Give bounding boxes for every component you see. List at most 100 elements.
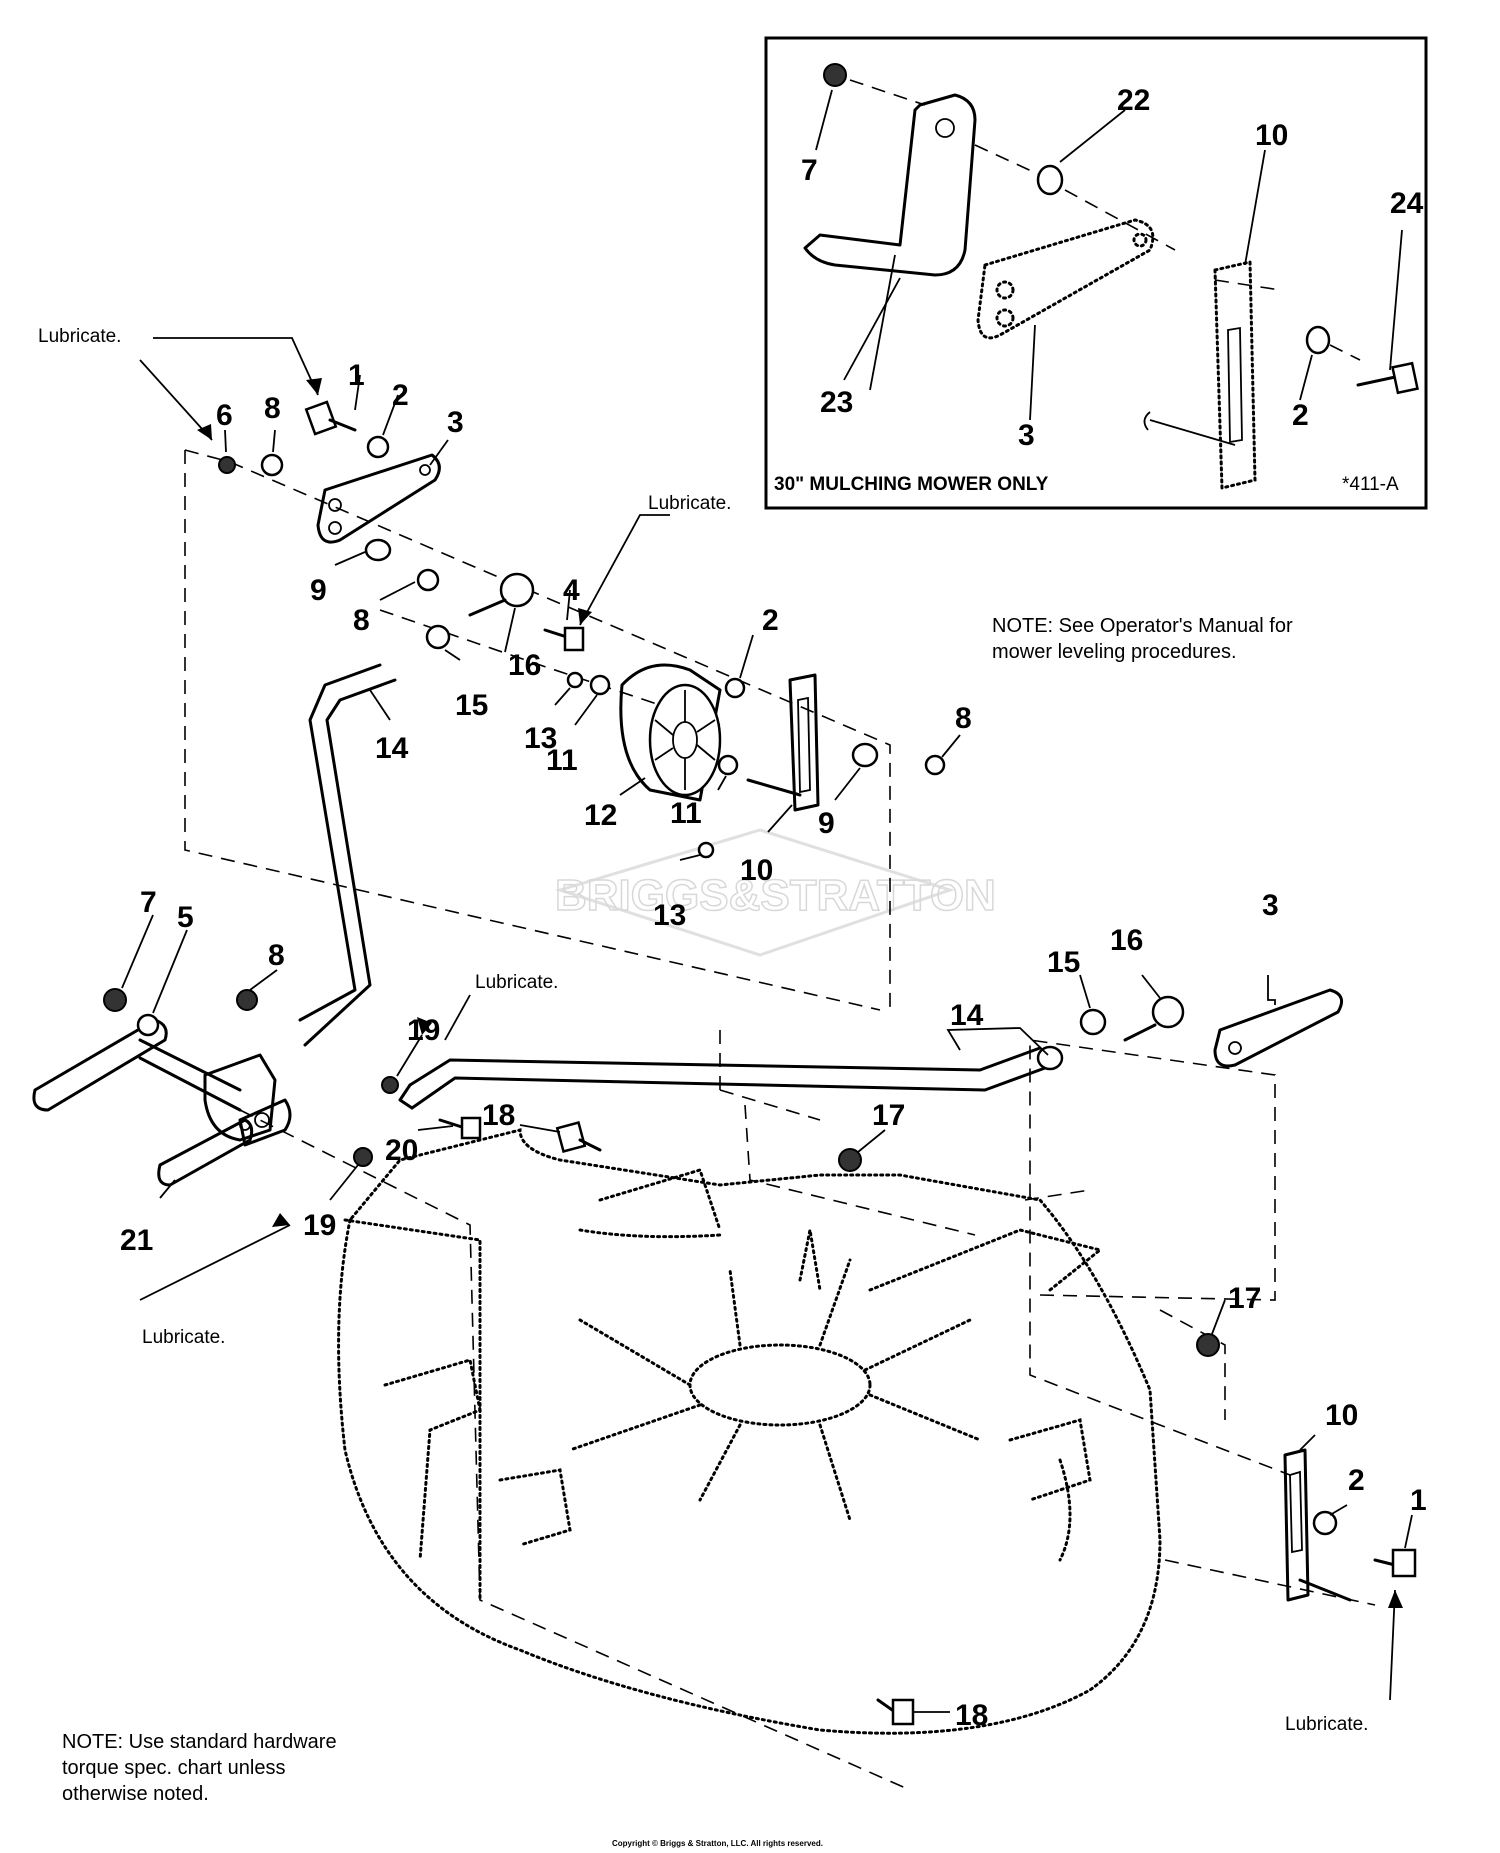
callout-1-bottom: 1 — [1410, 1484, 1427, 1517]
callout-2-top: 2 — [392, 379, 409, 412]
callout-2-mid: 2 — [762, 604, 779, 637]
washer-9-mid — [851, 742, 879, 768]
ball-joint-16-top — [468, 572, 535, 617]
callout-6: 6 — [216, 399, 233, 432]
lubricate-label-top-mid: Lubricate. — [648, 493, 731, 514]
washer-11-mid — [717, 754, 739, 776]
spacer-22 — [1036, 164, 1064, 196]
callout-4: 4 — [563, 574, 580, 607]
callout-2-bottom: 2 — [1348, 1464, 1365, 1497]
nut-17-top — [838, 1148, 862, 1172]
callout-9-mid: 9 — [818, 807, 835, 840]
callout-20: 20 — [385, 1134, 418, 1167]
lubricate-label-bottom-left: Lubricate. — [142, 1327, 225, 1348]
washer-2-bottom — [1312, 1510, 1338, 1536]
rod-14-left — [298, 663, 382, 1022]
adjuster-10-bottom — [1283, 1448, 1352, 1602]
plate-3-inset — [976, 218, 1155, 340]
adjuster-10-mid — [746, 673, 820, 812]
callout-8-right: 8 — [955, 702, 972, 735]
callout-15-right: 15 — [1047, 946, 1080, 979]
arrowheads — [197, 378, 1403, 1608]
washer-2-top — [366, 435, 390, 459]
callout-17-top: 17 — [872, 1099, 905, 1132]
watermark-text: BRIGGS&STRATTON — [555, 871, 996, 920]
callout-7-main: 7 — [140, 886, 157, 919]
callout-8-left: 8 — [268, 939, 285, 972]
callout-13-top: 13 — [524, 722, 557, 755]
callout-3-right: 3 — [1262, 889, 1279, 922]
callout-2-inset: 2 — [1292, 399, 1309, 432]
callout-11-top: 11 — [546, 744, 578, 777]
nut-8-left — [236, 989, 258, 1011]
washer-9-top — [364, 538, 392, 562]
callout-23: 23 — [820, 386, 853, 419]
bolt-4 — [543, 626, 585, 652]
note-hardware-line3: otherwise noted. — [62, 1783, 209, 1805]
callout-14-right: 14 — [950, 999, 984, 1032]
washer-11-top — [589, 674, 611, 696]
lubricate-label-mid: Lubricate. — [475, 972, 558, 993]
callout-19-bottom: 19 — [303, 1209, 336, 1242]
bracket-23 — [803, 93, 977, 277]
callout-12: 12 — [584, 799, 617, 832]
bolt-18-bottom — [876, 1698, 915, 1726]
nut-6 — [218, 456, 236, 474]
callouts: 1 2 3 6 8 9 8 4 16 15 14 13 11 12 2 11 1… — [120, 359, 1427, 1732]
lubricate-label-bottom-right: Lubricate. — [1285, 1714, 1368, 1735]
plate-3-right — [1213, 988, 1344, 1068]
bolt-1-top — [304, 400, 357, 436]
note-leveling-line2: mower leveling procedures. — [992, 641, 1237, 663]
callout-8-mid: 8 — [353, 604, 370, 637]
callout-11-mid: 11 — [670, 797, 702, 830]
callout-16-top: 16 — [508, 649, 541, 682]
callout-8-top: 8 — [264, 392, 281, 425]
bolt-24 — [1356, 374, 1402, 387]
ball-joint-16-right — [1123, 995, 1185, 1042]
leader-lines — [121, 337, 1413, 1713]
plate-3-top — [316, 453, 441, 544]
note-hardware-line2: torque spec. chart unless — [62, 1757, 285, 1779]
callout-9-top: 9 — [310, 574, 327, 607]
callout-10-bottom: 10 — [1325, 1399, 1358, 1432]
washer-2-mid — [724, 677, 746, 699]
nut-8-mid — [416, 568, 440, 592]
nut-15-right — [1079, 1008, 1107, 1036]
nut-7-main — [103, 988, 127, 1012]
callout-10-mid: 10 — [740, 854, 773, 887]
callout-19-top: 19 — [407, 1014, 440, 1047]
pivot-bracket-21 — [32, 1018, 292, 1187]
nut-19-bottom — [353, 1147, 373, 1167]
note-hardware-line1: NOTE: Use standard hardware — [62, 1731, 337, 1753]
callout-22: 22 — [1117, 84, 1150, 117]
bolt-1-bottom — [1373, 1548, 1417, 1578]
rod-10-inset — [1213, 260, 1257, 490]
note-leveling-line1: NOTE: See Operator's Manual for — [992, 615, 1293, 637]
washer-13-top — [566, 671, 584, 689]
copyright-text: Copyright © Briggs & Stratton, LLC. All … — [612, 1839, 823, 1848]
nut-8-right — [924, 754, 946, 776]
callout-13-mid: 13 — [653, 899, 686, 932]
callout-18-bottom: 18 — [955, 1699, 988, 1732]
mower-deck — [337, 1128, 1162, 1735]
inset-title: 30" MULCHING MOWER ONLY — [774, 474, 1049, 495]
callout-16-right: 16 — [1110, 924, 1143, 957]
nut-8-top — [260, 453, 284, 477]
callout-10-inset: 10 — [1255, 119, 1288, 152]
bolt-20 — [438, 1116, 482, 1140]
callout-3-inset: 3 — [1018, 419, 1035, 452]
callout-15-top: 15 — [455, 689, 488, 722]
callout-3-top: 3 — [447, 406, 464, 439]
washer-5 — [136, 1013, 160, 1037]
callout-21: 21 — [120, 1224, 153, 1257]
callout-17-right: 17 — [1228, 1282, 1261, 1315]
bolt-18-top — [555, 1121, 602, 1153]
callout-24: 24 — [1390, 187, 1424, 220]
wheel-12 — [619, 663, 722, 802]
nut-15-top — [425, 624, 451, 650]
callout-1-top: 1 — [348, 359, 365, 392]
watermark-logo: BRIGGS&STRATTON — [554, 828, 997, 957]
nut-7-inset — [823, 63, 847, 87]
lubricate-label-top-left: Lubricate. — [38, 326, 121, 347]
